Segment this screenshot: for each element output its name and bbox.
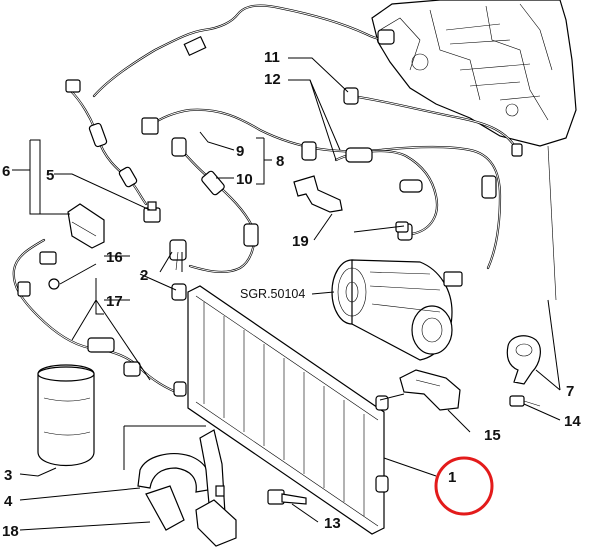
callout-12: 12	[264, 71, 281, 88]
hose-10	[171, 137, 259, 274]
callout-9: 9	[236, 143, 244, 160]
bracket-19	[293, 141, 343, 213]
fitting-16	[48, 278, 60, 290]
condenser	[171, 283, 389, 535]
callout-14: 14	[564, 413, 581, 430]
callout-5: 5	[46, 167, 54, 184]
callout-labels: 1 2 3 4 5 6 7 8 9 10 11 12 13 14 15 16 1…	[2, 49, 581, 540]
callout-15: 15	[484, 427, 501, 444]
callout-7: 7	[566, 383, 574, 400]
callout-3: 3	[4, 467, 12, 484]
union-near-2	[169, 239, 187, 271]
dryer-bracket	[137, 429, 237, 547]
leader-lines	[12, 57, 561, 531]
bolt-13	[267, 489, 307, 505]
highlight-circle	[434, 456, 494, 516]
hose-12	[334, 147, 439, 241]
engine-block	[371, 0, 577, 301]
expansion-valve	[506, 335, 541, 385]
hose-upper-long	[92, 4, 395, 98]
callout-11: 11	[264, 49, 280, 66]
bracket-6-cluster	[39, 203, 105, 265]
mount-bracket	[399, 369, 461, 411]
compressor	[331, 259, 463, 361]
hose-liquid-line	[12, 238, 178, 394]
hose-9	[141, 108, 502, 270]
callout-2: 2	[140, 267, 148, 284]
callout-19: 19	[292, 233, 309, 250]
hose-11	[343, 87, 523, 157]
callout-10: 10	[236, 171, 253, 188]
pressure-switch-5	[143, 201, 161, 223]
receiver-dryer	[37, 364, 95, 467]
callout-16: 16	[106, 249, 123, 266]
callout-18: 18	[2, 523, 19, 540]
compressor-ref-label: SGR.50104	[240, 287, 305, 301]
callout-17: 17	[106, 293, 123, 310]
callout-13: 13	[324, 515, 341, 532]
callout-4: 4	[4, 493, 13, 510]
callout-8: 8	[276, 153, 284, 170]
callout-6: 6	[2, 163, 10, 180]
bolt-14	[509, 395, 541, 407]
callout-1: 1	[448, 469, 456, 486]
hose-9-rear	[65, 79, 148, 206]
